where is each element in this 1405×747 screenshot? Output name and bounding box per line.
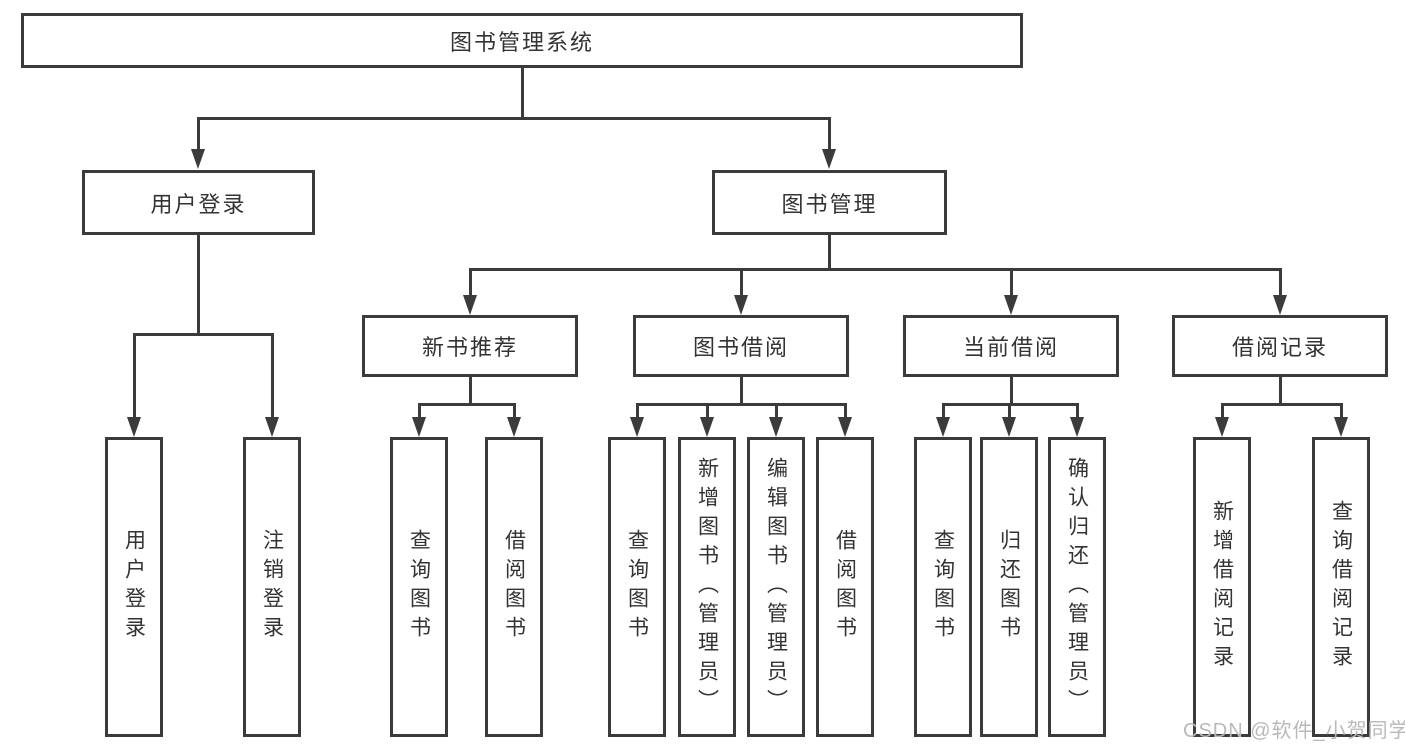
connector-line [706, 403, 709, 419]
arrowhead-down-icon [1002, 417, 1016, 437]
arrowhead-down-icon [265, 417, 279, 437]
connector-line [775, 403, 778, 419]
leaf-label: 新增图书（管理员） [695, 456, 719, 718]
connector-line [1340, 403, 1343, 419]
watermark: CSDN @软件_小贺同学 [1183, 720, 1405, 742]
arrowhead-down-icon [1334, 417, 1348, 437]
leaf-add-book-admin: 新增图书（管理员） [678, 437, 736, 737]
connector-line [197, 117, 200, 149]
node-label: 图书管理 [781, 191, 878, 217]
arrowhead-down-icon [127, 417, 141, 437]
leaf-borrow-books: 借阅图书 [816, 437, 874, 737]
arrowhead-down-icon [630, 417, 644, 437]
leaf-label: 归还图书 [997, 529, 1021, 645]
leaf-query-books-recommend: 查询图书 [390, 437, 448, 737]
connector-line [740, 268, 743, 297]
arrowhead-down-icon [1215, 417, 1229, 437]
arrowhead-down-icon [412, 417, 426, 437]
node-label: 借阅记录 [1231, 335, 1328, 360]
connector-line [197, 117, 831, 120]
connector-line [942, 403, 945, 419]
leaf-label: 用户登录 [122, 529, 146, 645]
leaf-add-borrow-record: 新增借阅记录 [1193, 437, 1251, 737]
arrowhead-down-icon [936, 417, 950, 437]
arrowhead-down-icon [769, 417, 783, 437]
leaf-logout: 注销登录 [243, 437, 301, 737]
connector-line [1010, 377, 1013, 406]
node-user-login: 用户登录 [82, 170, 315, 235]
connector-line [1008, 403, 1011, 419]
arrowhead-down-icon [1273, 295, 1287, 315]
leaf-query-books-borrowing: 查询图书 [608, 437, 666, 737]
leaf-borrow-books-recommend: 借阅图书 [485, 437, 543, 737]
node-label: 当前借阅 [962, 335, 1059, 360]
connector-line [740, 377, 743, 406]
connector-line [469, 268, 472, 297]
leaf-label: 确认归还（管理员） [1065, 456, 1089, 718]
arrowhead-down-icon [507, 417, 521, 437]
connector-line [1221, 403, 1343, 406]
connector-line [1279, 268, 1282, 297]
connector-line [1221, 403, 1224, 419]
leaf-label: 借阅图书 [833, 529, 857, 645]
connector-line [469, 268, 1282, 271]
connector-line [636, 403, 639, 419]
arrowhead-down-icon [838, 417, 852, 437]
node-book-management: 图书管理 [712, 170, 947, 235]
node-label: 图书管理系统 [449, 29, 594, 55]
node-library-management-system: 图书管理系统 [21, 13, 1023, 68]
node-current-borrowing: 当前借阅 [903, 315, 1119, 377]
leaf-edit-book-admin: 编辑图书（管理员） [747, 437, 805, 737]
node-label: 图书借阅 [692, 335, 789, 360]
arrowhead-down-icon [734, 295, 748, 315]
connector-line [1279, 377, 1282, 406]
leaf-return-book: 归还图书 [980, 437, 1038, 737]
arrowhead-down-icon [822, 149, 836, 169]
leaf-query-books-current: 查询图书 [914, 437, 972, 737]
leaf-label: 借阅图书 [502, 529, 526, 645]
arrowhead-down-icon [191, 149, 205, 169]
connector-line [197, 235, 200, 336]
leaf-label: 查询图书 [625, 529, 649, 645]
leaf-label: 查询图书 [931, 529, 955, 645]
arrowhead-down-icon [463, 295, 477, 315]
leaf-label: 查询借阅记录 [1329, 500, 1353, 674]
arrowhead-down-icon [1070, 417, 1084, 437]
node-label: 用户登录 [150, 191, 247, 217]
leaf-label: 注销登录 [260, 529, 284, 645]
leaf-query-borrow-record: 查询借阅记录 [1312, 437, 1370, 737]
leaf-label: 查询图书 [407, 529, 431, 645]
connector-line [521, 68, 524, 117]
connector-line [1076, 403, 1079, 419]
node-borrowing-records: 借阅记录 [1172, 315, 1388, 377]
connector-line [418, 403, 516, 406]
leaf-label: 新增借阅记录 [1210, 500, 1234, 674]
node-new-book-recommend: 新书推荐 [362, 315, 578, 377]
connector-line [133, 333, 136, 417]
connector-line [636, 403, 847, 406]
leaf-user-login: 用户登录 [105, 437, 163, 737]
leaf-label: 编辑图书（管理员） [764, 456, 788, 718]
connector-line [828, 117, 831, 149]
node-label: 新书推荐 [421, 335, 518, 360]
connector-line [828, 235, 831, 271]
leaf-confirm-return-admin: 确认归还（管理员） [1048, 437, 1106, 737]
connector-line [133, 333, 274, 336]
connector-line [844, 403, 847, 419]
connector-line [513, 403, 516, 419]
connector-line [271, 333, 274, 417]
connector-line [1010, 268, 1013, 297]
connector-line [469, 377, 472, 406]
connector-line [418, 403, 421, 419]
arrowhead-down-icon [1004, 295, 1018, 315]
arrowhead-down-icon [700, 417, 714, 437]
node-book-borrowing: 图书借阅 [633, 315, 849, 377]
